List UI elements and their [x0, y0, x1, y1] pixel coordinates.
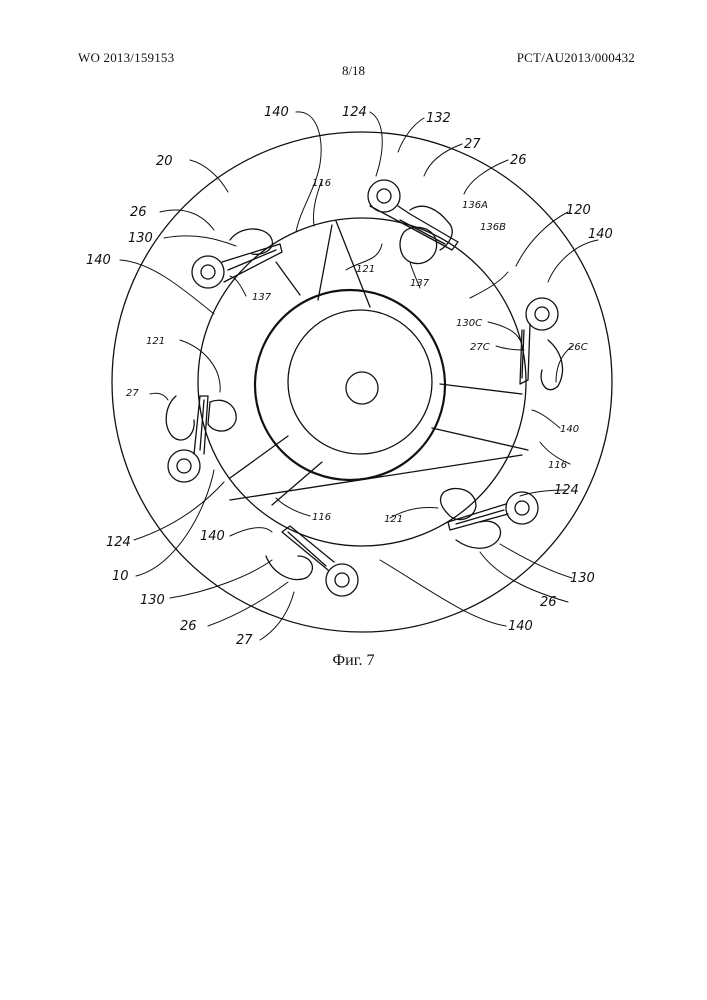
label-130c: 130C [456, 318, 482, 329]
hub-outer-ring [255, 290, 445, 480]
label-27-left: 27 [126, 388, 139, 399]
hub-inner-ring [288, 310, 432, 454]
label-26c: 26C [568, 342, 588, 353]
label-130-bottom: 130 [140, 593, 165, 608]
label-116-top: 116 [312, 178, 331, 189]
label-26-bottom: 26 [180, 619, 197, 634]
label-26-left: 26 [130, 205, 147, 220]
label-132: 132 [426, 111, 451, 126]
spokes [230, 221, 528, 505]
label-130-left: 130 [128, 231, 153, 246]
label-124-right: 124 [554, 483, 579, 498]
center-hole [346, 372, 378, 404]
label-137-left: 137 [252, 292, 272, 303]
label-136b: 136B [480, 222, 506, 233]
label-140-bottom-right: 140 [508, 619, 533, 634]
label-121-left: 121 [146, 336, 165, 347]
rollers [208, 227, 476, 519]
label-137-top: 137 [410, 278, 430, 289]
label-26-right: 26 [540, 595, 557, 610]
label-10: 10 [112, 569, 129, 584]
outer-ring [112, 132, 612, 632]
label-136a: 136A [462, 200, 488, 211]
label-140-left: 140 [86, 253, 111, 268]
label-140-r2: 140 [560, 424, 579, 435]
label-124-left: 124 [106, 535, 131, 550]
label-27-bottom: 27 [236, 633, 253, 648]
label-130-right: 130 [570, 571, 595, 586]
label-116-right: 116 [548, 460, 567, 471]
label-140-top: 140 [264, 105, 289, 120]
label-124-top: 124 [342, 105, 367, 120]
label-27c: 27C [470, 342, 490, 353]
label-27-top: 27 [464, 137, 481, 152]
figure-caption: Фиг. 7 [0, 652, 707, 670]
label-121-top: 121 [356, 264, 375, 275]
label-116-bottom: 116 [312, 512, 331, 523]
label-20: 20 [156, 154, 173, 169]
label-120: 120 [566, 203, 591, 218]
label-26-top: 26 [510, 153, 527, 168]
label-140-right: 140 [588, 227, 613, 242]
label-140-bottom: 140 [200, 529, 225, 544]
label-121-bottom: 121 [384, 514, 403, 525]
